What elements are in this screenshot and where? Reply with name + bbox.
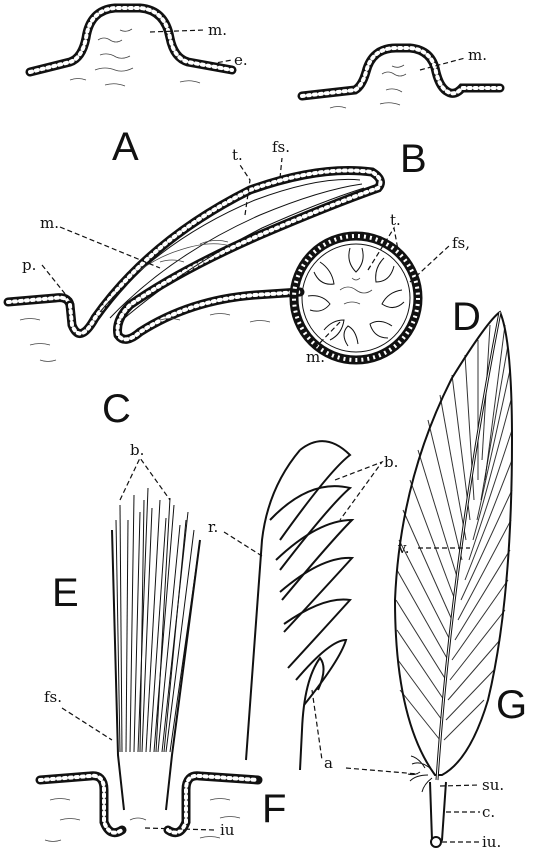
panel-d-barb-ridges: [308, 248, 404, 346]
panel-f-barb-7: [300, 658, 324, 770]
panel-d-label-t: t.: [390, 211, 401, 229]
panel-e-label-fs: fs.: [44, 688, 62, 706]
panel-a-letter: A: [112, 125, 139, 169]
panel-f-rachis: [246, 450, 300, 760]
panel-a: m. e. A: [30, 8, 248, 169]
panel-g-label-c: c.: [482, 803, 495, 821]
panel-f-barb-4: [280, 558, 352, 632]
panel-e-letter: E: [52, 571, 79, 615]
panel-f-r-leader: [224, 532, 262, 556]
panel-e-barbs: [112, 488, 200, 752]
panel-a-label-m: m.: [208, 21, 227, 39]
panel-g-letter: G: [496, 683, 527, 727]
panel-d-central-pulp: [340, 278, 372, 304]
panel-d-label-fs: fs,: [452, 234, 470, 252]
panel-d: t. fs, m. D: [294, 211, 481, 366]
panel-b-letter: B: [400, 137, 427, 181]
panel-g-label-iu: iu.: [482, 833, 501, 851]
panel-g: v. su. c. iu. G: [346, 312, 527, 851]
panel-e: b. fs. iu E: [40, 441, 258, 842]
panel-g-vane-hatching: [396, 325, 512, 740]
panel-a-e-leader: [210, 60, 232, 64]
panel-c: t. fs. m. p. C: [8, 138, 380, 431]
panel-c-label-t: t.: [232, 146, 243, 164]
panel-c-m-leader: [60, 227, 160, 268]
panel-a-m-leader: [150, 30, 205, 32]
panel-d-fs-leader: [410, 245, 450, 282]
panel-g-label-v: v.: [397, 539, 409, 557]
panel-g-inferior-umbilicus: [431, 837, 441, 847]
panel-e-dermis: [45, 799, 240, 842]
panel-f-label-b: b.: [384, 453, 398, 471]
panel-d-letter: D: [452, 295, 481, 339]
panel-c-label-fs: fs.: [272, 138, 290, 156]
panel-a-label-e: e.: [234, 51, 248, 69]
panel-c-label-p: p.: [22, 256, 36, 274]
panel-c-label-m: m.: [40, 214, 59, 232]
panel-e-label-b: b.: [130, 441, 144, 459]
panel-g-a-leader: [346, 768, 418, 774]
panel-c-dermis: [20, 314, 270, 362]
panel-e-fs-leader: [62, 708, 112, 740]
panel-f-a-leader: [312, 690, 322, 760]
panel-c-fs-leader: [280, 158, 282, 178]
panel-e-label-iu: iu: [220, 821, 235, 839]
panel-f-label-a: a: [324, 754, 333, 772]
panel-g-rachis-highlight: [437, 312, 500, 780]
panel-b-label-m: m.: [468, 46, 487, 64]
panel-f-label-r: r.: [208, 518, 218, 536]
panel-f-b-leader: [335, 462, 382, 520]
panel-g-label-su: su.: [482, 776, 504, 794]
panel-e-b-leader: [120, 458, 170, 500]
panel-g-calamus: [430, 782, 446, 844]
panel-g-rachis: [437, 312, 500, 780]
panel-f-letter: F: [262, 787, 286, 831]
panel-b: m. B: [302, 46, 500, 181]
panel-d-label-m: m.: [306, 348, 325, 366]
panel-c-letter: C: [102, 387, 131, 431]
panel-f: b. r. a F: [208, 441, 398, 831]
